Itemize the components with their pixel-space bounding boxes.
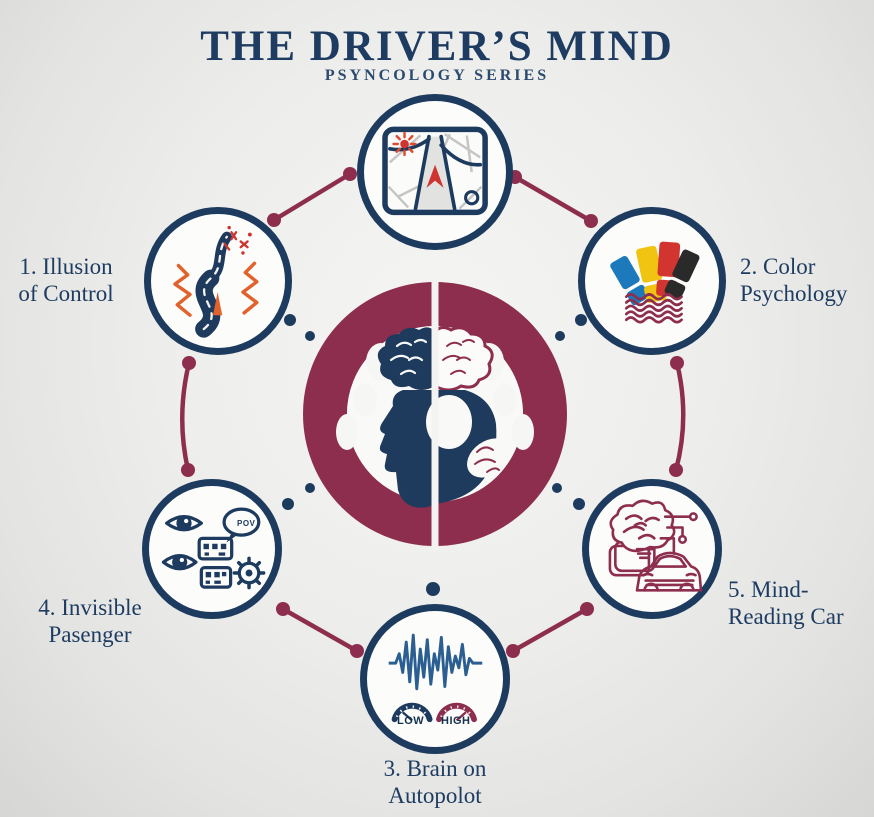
page-title: THE DRIVER’S MIND	[200, 23, 674, 70]
label-line: 1. Illusion	[19, 254, 113, 279]
node-brain-on-autopilot: LOW HIGH	[360, 604, 510, 754]
page-subtitle: PSYNCOLOGY SERIES	[324, 67, 550, 84]
central-illustration	[297, 276, 573, 552]
speech-bubble-text: POV	[237, 519, 256, 528]
gauge-high-label: HIGH	[441, 715, 471, 727]
gauge-low-label: LOW	[397, 715, 425, 727]
brainwave-gauges-icon	[388, 633, 482, 722]
label-line: Pasenger	[48, 622, 132, 648]
label-invisible-passenger: 4. Invisible Pasenger	[24, 594, 156, 648]
node-color-psychology	[578, 207, 726, 355]
winding-road-sparks-icon	[173, 226, 259, 339]
head-in-steering-wheel-icon	[303, 278, 567, 550]
node-invisible-passenger: POV	[142, 479, 282, 619]
label-line: 3. Brain on	[383, 756, 487, 781]
label-line: 5. Mind-	[728, 577, 809, 602]
label-line: Reading Car	[728, 604, 844, 630]
label-illusion-of-control: 1. Illusion of Control	[2, 253, 130, 307]
brain-car-circuit-icon	[608, 499, 703, 592]
label-line: 2. Color	[740, 254, 816, 279]
node-illusion-of-control	[144, 207, 292, 355]
label-color-psychology: 2. Color Psychology	[740, 253, 874, 307]
eyes-speech-gear-icon	[161, 507, 266, 590]
label-line: of Control	[18, 281, 114, 307]
node-gps-navigation	[357, 94, 513, 250]
label-mind-reading-car: 5. Mind- Reading Car	[728, 576, 874, 630]
node-mind-reading-car	[582, 479, 722, 619]
label-brain-on-autopilot: 3. Brain on Autopolot	[352, 755, 518, 809]
color-swatches-icon	[610, 242, 700, 324]
label-line: Autopolot	[388, 783, 482, 809]
gps-navigation-icon	[382, 126, 488, 216]
label-line: Psychology	[740, 281, 848, 307]
label-line: 4. Invisible	[38, 595, 142, 620]
